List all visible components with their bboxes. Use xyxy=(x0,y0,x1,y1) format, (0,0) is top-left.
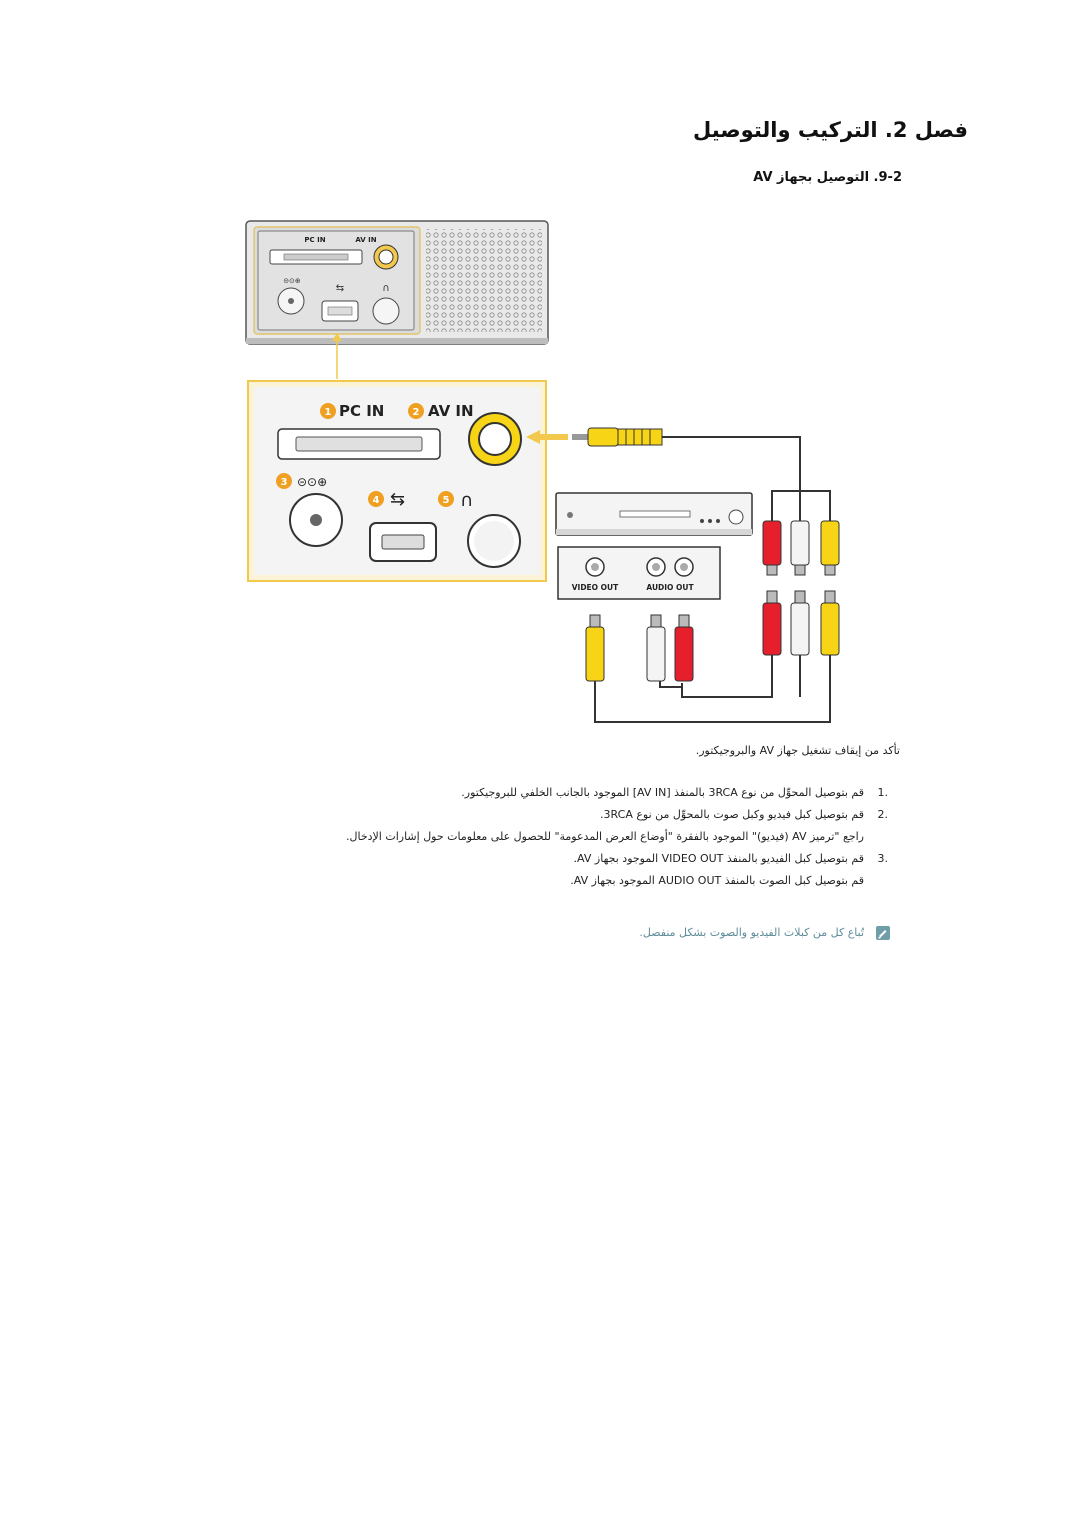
callout-2: 2 xyxy=(408,403,424,419)
svg-text:2: 2 xyxy=(413,407,420,418)
zoom-label-pc-in: PC IN xyxy=(339,402,384,420)
dvd-player xyxy=(555,492,753,536)
panel-label-av-in: AV IN xyxy=(355,236,376,244)
power-dc-icon: ⊝⊙⊕ xyxy=(297,475,327,489)
callout-1: 1 xyxy=(320,403,336,419)
step-text: قم بتوصيل كبل الفيديو بالمنفذ VIDEO OUT … xyxy=(573,852,864,865)
label-video-out: VIDEO OUT xyxy=(572,583,619,592)
callout-5: 5 xyxy=(438,491,454,507)
note-icon xyxy=(876,926,890,940)
intro-text: تأكد من إيقاف تشغيل جهاز AV والبروجيكتور… xyxy=(695,744,900,757)
label-audio-out: AUDIO OUT xyxy=(646,583,694,592)
svg-text:∩: ∩ xyxy=(382,283,389,294)
connection-diagram: PC IN AV IN ⊝⊙⊕ ⇆ ∩ 1 PC IN 2 AV IN xyxy=(245,220,840,723)
svg-text:⇆: ⇆ xyxy=(336,283,344,294)
callout-4: 4 xyxy=(368,491,384,507)
note-text: تُباع كل من كبلات الفيديو والصوت بشكل من… xyxy=(639,926,864,939)
projector-back-panel: PC IN AV IN ⊝⊙⊕ ⇆ ∩ xyxy=(245,220,549,345)
step-text: قم بتوصيل كبل الصوت بالمنفذ AUDIO OUT ال… xyxy=(570,874,864,887)
panel-label-pc-in: PC IN xyxy=(304,236,325,244)
svg-text:5: 5 xyxy=(443,495,450,506)
step-text: راجع "ترميز AV (فيديو)" الموجود بالفقرة … xyxy=(345,830,864,843)
step-text: قم بتوصيل كبل فيديو وكبل صوت بالمحوِّل م… xyxy=(600,808,864,821)
step-text: قم بتوصيل المحوِّل من نوع 3RCA بالمنفذ [… xyxy=(461,786,864,799)
step-number: 1. xyxy=(877,786,889,799)
rca-plugs-upper xyxy=(762,520,840,576)
player-outputs: VIDEO OUT AUDIO OUT xyxy=(557,546,721,600)
headphone-icon: ∩ xyxy=(460,490,473,511)
usb-icon: ⇆ xyxy=(390,489,405,510)
step-number: 2. xyxy=(877,808,889,821)
svg-text:4: 4 xyxy=(373,495,380,506)
rca-plugs-player xyxy=(585,614,694,682)
svg-text:1: 1 xyxy=(325,407,332,418)
step-number: 3. xyxy=(877,852,889,865)
av-jack-plug xyxy=(572,427,663,447)
callout-3: 3 xyxy=(276,473,292,489)
zoom-label-av-in: AV IN xyxy=(428,402,474,420)
rca-plugs-lower xyxy=(762,590,840,656)
section-title: 9-2. التوصيل بجهاز AV xyxy=(753,170,902,185)
chapter-title: فصل 2. التركيب والتوصيل xyxy=(693,118,968,142)
zoomed-panel: 1 PC IN 2 AV IN 3 ⊝⊙⊕ 4 ⇆ xyxy=(247,380,547,582)
svg-text:3: 3 xyxy=(281,477,288,488)
svg-text:⊝⊙⊕: ⊝⊙⊕ xyxy=(283,277,301,285)
